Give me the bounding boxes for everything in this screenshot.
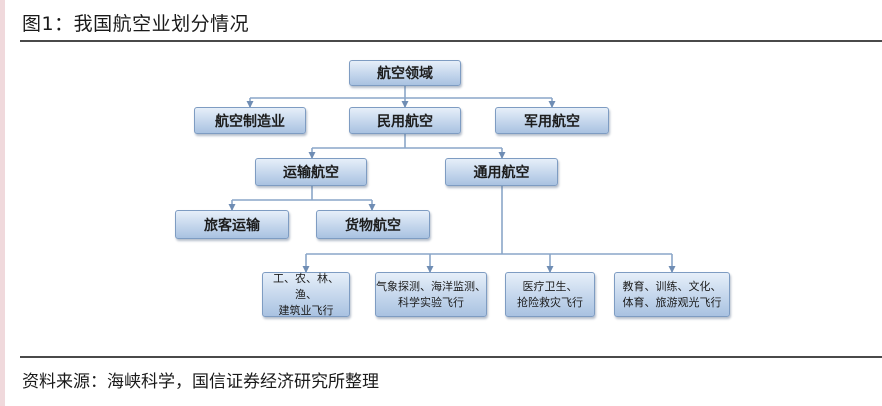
leaf2-line2: 科学实验飞行 — [398, 295, 464, 309]
leaf2-line1: 气象探测、海洋监测、 — [376, 279, 486, 293]
node-civil-aviation: 民用航空 — [349, 107, 461, 134]
leaf4-line2: 体育、旅游观光飞行 — [622, 295, 722, 309]
left-accent-bar — [0, 0, 5, 406]
node-military-aviation: 军用航空 — [495, 107, 609, 134]
bottom-divider — [20, 356, 882, 358]
node-leaf-industry-agriculture: 工、农、林、渔、 建筑业飞行 — [262, 272, 350, 317]
leaf3-line1: 医疗卫生、 — [522, 279, 578, 293]
leaf1-line1: 工、农、林、渔、 — [273, 271, 339, 301]
figure-title: 图1：我国航空业划分情况 — [22, 13, 250, 35]
node-root: 航空领域 — [349, 60, 461, 86]
node-passenger-transport: 旅客运输 — [175, 210, 289, 239]
leaf4-line1: 教育、训练、文化、 — [622, 279, 722, 293]
leaf1-line2: 建筑业飞行 — [278, 303, 334, 317]
node-transport-aviation: 运输航空 — [255, 158, 367, 186]
node-leaf-medical-rescue: 医疗卫生、 抢险救灾飞行 — [505, 272, 595, 317]
node-general-aviation: 通用航空 — [445, 158, 558, 186]
node-cargo-aviation: 货物航空 — [316, 210, 430, 239]
node-leaf-education-tourism: 教育、训练、文化、 体育、旅游观光飞行 — [614, 272, 730, 317]
top-divider — [20, 40, 882, 42]
leaf3-line2: 抢险救灾飞行 — [517, 295, 583, 309]
node-leaf-weather-ocean: 气象探测、海洋监测、 科学实验飞行 — [375, 272, 487, 317]
node-manufacturing: 航空制造业 — [194, 107, 306, 134]
source-note: 资料来源：海峡科学，国信证券经济研究所整理 — [22, 372, 379, 392]
